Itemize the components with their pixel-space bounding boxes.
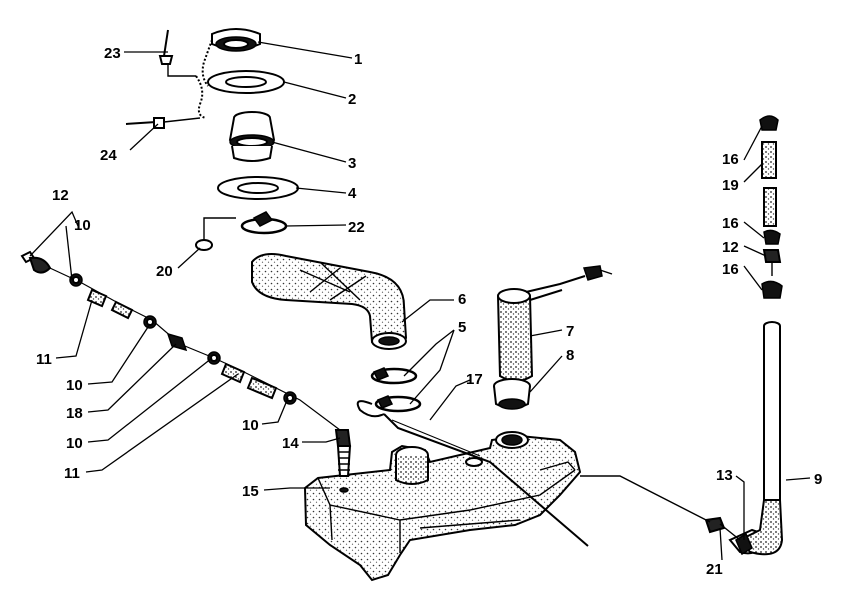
callout-11-b: 11 (64, 465, 80, 482)
return-line-assembly (580, 115, 784, 556)
leader-lines (29, 41, 811, 561)
callout-12-a: 12 (52, 187, 69, 204)
callout-8: 8 (566, 347, 574, 364)
callout-13: 13 (716, 467, 733, 484)
callout-3: 3 (348, 155, 356, 172)
callout-18: 18 (66, 405, 83, 422)
callout-10-b: 10 (66, 377, 83, 394)
callout-15: 15 (242, 483, 259, 500)
fuel-line-assembly (20, 250, 352, 493)
callout-5: 5 (458, 319, 466, 336)
callout-7: 7 (566, 323, 574, 340)
fuel-cap (211, 28, 261, 52)
gasket-upper (207, 70, 285, 94)
callout-17: 17 (466, 371, 483, 388)
callout-10-d: 10 (242, 417, 259, 434)
fuel-tank (303, 431, 582, 582)
callout-2: 2 (348, 91, 356, 108)
callout-24: 24 (100, 147, 117, 164)
callout-21: 21 (706, 561, 723, 578)
callout-10-a: 10 (74, 217, 91, 234)
callout-4: 4 (348, 185, 357, 202)
clamps-5 (370, 367, 422, 413)
vent-tube (356, 400, 589, 547)
grommet (493, 378, 531, 410)
filler-hose (251, 253, 408, 350)
callout-11-a: 11 (36, 351, 52, 368)
callout-6: 6 (458, 291, 466, 308)
washer (195, 217, 236, 251)
retaining-pin (125, 117, 201, 129)
clamp-22 (240, 211, 288, 235)
callout-1: 1 (354, 51, 362, 68)
callout-22: 22 (348, 219, 365, 236)
callout-16-a: 16 (722, 151, 739, 168)
callout-19: 19 (722, 177, 739, 194)
vent-pin (158, 29, 213, 119)
callout-16-b: 16 (722, 215, 739, 232)
gasket-lower (217, 176, 299, 200)
callout-9: 9 (814, 471, 822, 488)
callout-20: 20 (156, 263, 173, 280)
callout-23: 23 (104, 45, 121, 62)
callout-10-c: 10 (66, 435, 83, 452)
filler-neck (228, 111, 276, 162)
callout-14: 14 (282, 435, 299, 452)
callout-labels: 1 2 3 4 5 6 7 8 9 10 10 10 10 11 11 12 1… (36, 45, 822, 578)
callout-12-b: 12 (722, 239, 739, 256)
callout-16-c: 16 (722, 261, 739, 278)
